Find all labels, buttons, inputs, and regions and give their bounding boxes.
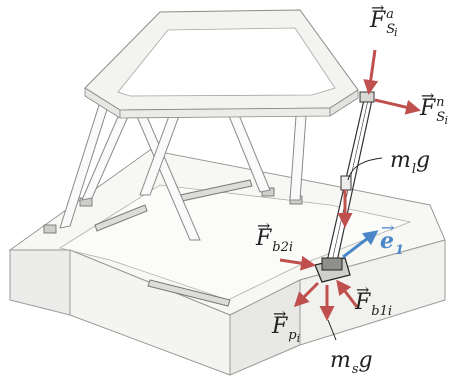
arrow-f-b2i [279, 255, 316, 271]
base-platform [8, 149, 446, 376]
arrow-f-b1i [336, 279, 359, 308]
leader-m-s-g [327, 319, 337, 341]
arrow-e-1 [342, 230, 379, 259]
base-rail [94, 179, 253, 307]
leader-m-l-g [347, 157, 383, 181]
slider-block [314, 257, 351, 283]
label-f-s-a: →FSai [370, 0, 398, 39]
label-m-l-g: mlg [390, 148, 431, 177]
top-frame [84, 9, 359, 119]
force-arrows [279, 49, 421, 321]
label-f-p-i: →Fpi [272, 304, 301, 345]
label-f-s-n: →FSni [420, 86, 449, 127]
label-e-1: →e1 [380, 218, 405, 258]
arrow-f-s-a [363, 49, 379, 95]
label-m-s-g: msg [330, 348, 373, 377]
arrow-f-p-i [293, 281, 320, 308]
arrow-f-s-n [374, 98, 421, 115]
label-f-b2i: →Fb2i [256, 216, 294, 255]
label-f-b1i: →Fb1i [355, 280, 393, 319]
